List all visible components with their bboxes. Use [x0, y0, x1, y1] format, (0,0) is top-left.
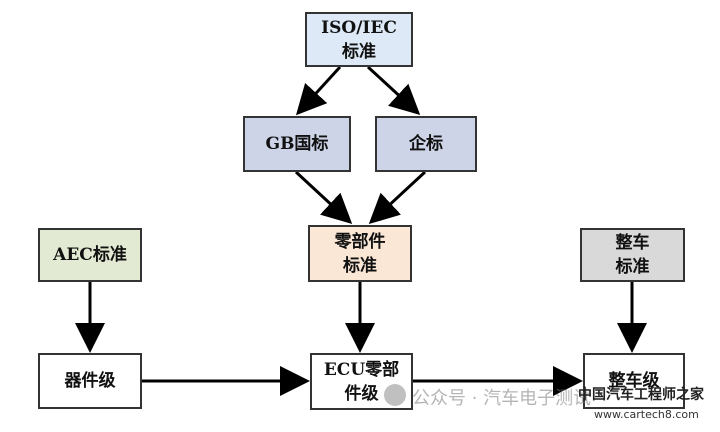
arrow-gb-to-component [294, 170, 353, 225]
node-gb-standard: GB国标 [243, 116, 351, 172]
node-ecu-line1: ECU零部 [323, 359, 400, 380]
arrow-iso-to-qi [366, 65, 421, 116]
watermark-site-url: www.cartech8.com [594, 408, 699, 421]
arrow-iso-to-gb [295, 65, 342, 116]
node-vehicle-standard: 整车 标准 [580, 228, 685, 282]
node-vehicle-standard-line2: 标准 [615, 257, 650, 277]
node-component-line1: 零部件 [334, 231, 386, 252]
node-ecu-line2: 件级 [344, 383, 379, 404]
node-device-label: 器件级 [64, 371, 116, 391]
node-aec-label: AEC标准 [53, 245, 127, 265]
node-vehicle-level: 整车级 [583, 353, 685, 409]
node-iso-iec-standard: ISO/IEC 标准 [305, 12, 413, 67]
node-vehicle-standard-line1: 整车 [615, 233, 650, 253]
node-component-standard: 零部件 标准 [308, 225, 412, 282]
node-gb-label: GB国标 [265, 134, 329, 154]
arrow-qi-to-component [368, 170, 427, 225]
node-iso-iec-line2: 标准 [342, 41, 376, 62]
node-component-line2: 标准 [343, 255, 377, 276]
node-enterprise-standard: 企标 [375, 116, 477, 172]
node-device-level: 器件级 [38, 353, 142, 409]
node-enterprise-label: 企标 [409, 134, 443, 154]
wechat-icon [384, 384, 406, 406]
node-iso-iec-line1: ISO/IEC [321, 17, 397, 38]
node-aec-standard: AEC标准 [38, 228, 142, 282]
watermark-text: 公众号 · 汽车电子测试 [412, 388, 592, 409]
node-vehicle-label: 整车级 [608, 371, 660, 391]
watermark-site-name: 中国汽车工程师之家 [578, 387, 704, 403]
